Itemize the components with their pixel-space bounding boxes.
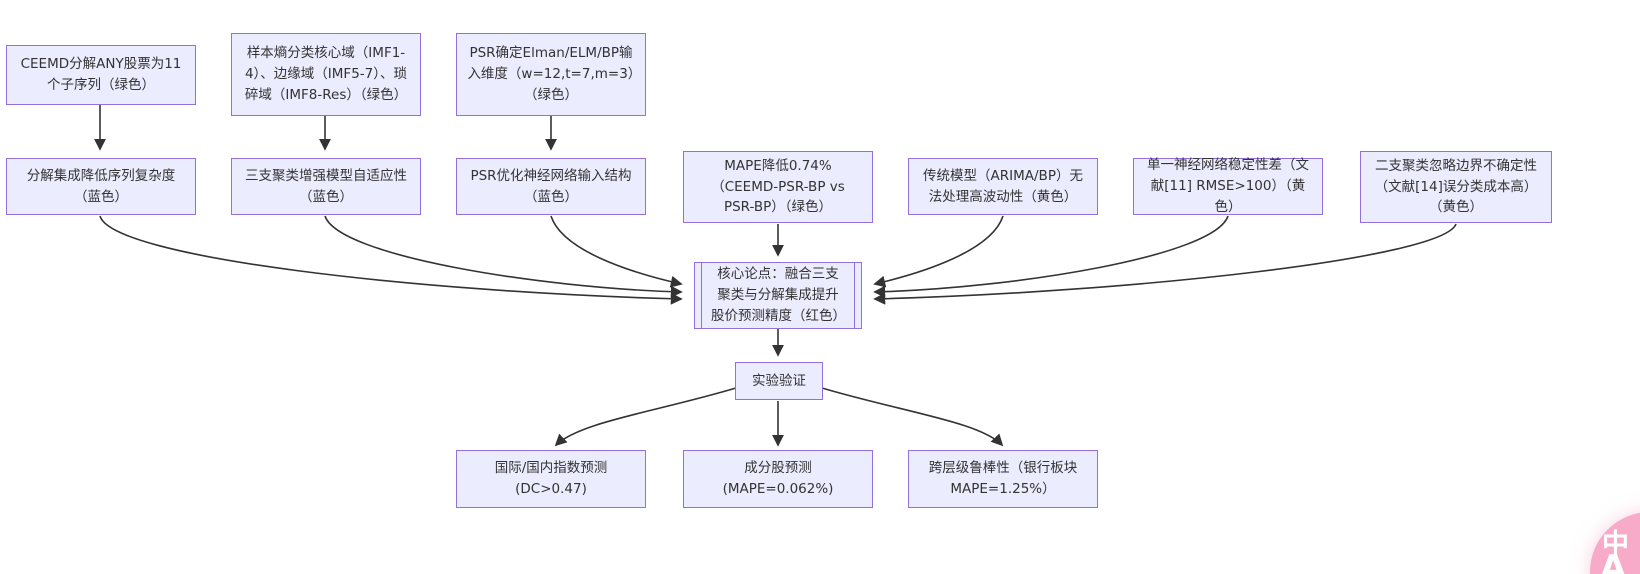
node-sample-entropy-domains: 样本熵分类核心域（IMF1-4）、边缘域（IMF5-7）、琐碎域（IMF8-Re… [231,33,421,116]
node-core-thesis: 核心论点：融合三支聚类与分解集成提升股价预测精度（红色） [694,262,862,329]
node-traditional-model-limitation: 传统模型（ARIMA/BP）无法处理高波动性（黄色） [908,158,1098,215]
translate-icon-zh-char: 中 [1602,529,1629,560]
node-cross-level-robustness: 跨层级鲁棒性（银行板块 MAPE=1.25%） [908,450,1098,508]
edge-mid7-core [873,223,1457,305]
node-experiment-validation: 实验验证 [735,362,823,400]
translate-icon[interactable]: 中 A [1590,512,1640,574]
edge-mid1-core [99,215,683,305]
node-mape-improvement: MAPE降低0.74%（CEEMD-PSR-BP vs PSR-BP）（绿色） [683,151,873,223]
translate-icon-en-char: A [1600,548,1627,574]
edge-mid3-core [550,215,683,288]
edge-validate-bottom1 [554,387,737,447]
node-single-network-instability: 单一神经网络稳定性差（文献[11] RMSE>100）（黄色） [1133,157,1323,215]
node-psr-input-dimension: PSR确定Elman/ELM/BP输入维度（w=12,t=7,m=3）（绿色） [456,33,646,116]
edge-mid2-core [324,215,683,298]
node-ceemd-decompose: CEEMD分解ANY股票为11个子序列（绿色） [6,45,196,105]
node-three-way-clustering-adaptivity: 三支聚类增强模型自适应性（蓝色） [231,158,421,215]
node-decomposition-complexity: 分解集成降低序列复杂度（蓝色） [6,158,196,215]
edge-mid5-core [873,215,1004,288]
edge-validate-bottom3 [821,387,1004,447]
edge-mid6-core [873,215,1229,298]
node-two-way-clustering-limitation: 二支聚类忽略边界不确定性（文献[14]误分类成本高）（黄色） [1360,151,1552,223]
node-index-forecast: 国际/国内指数预测 (DC>0.47) [456,450,646,508]
node-psr-optimized-input: PSR优化神经网络输入结构（蓝色） [456,158,646,215]
node-constituent-forecast: 成分股预测 (MAPE=0.062%) [683,450,873,508]
